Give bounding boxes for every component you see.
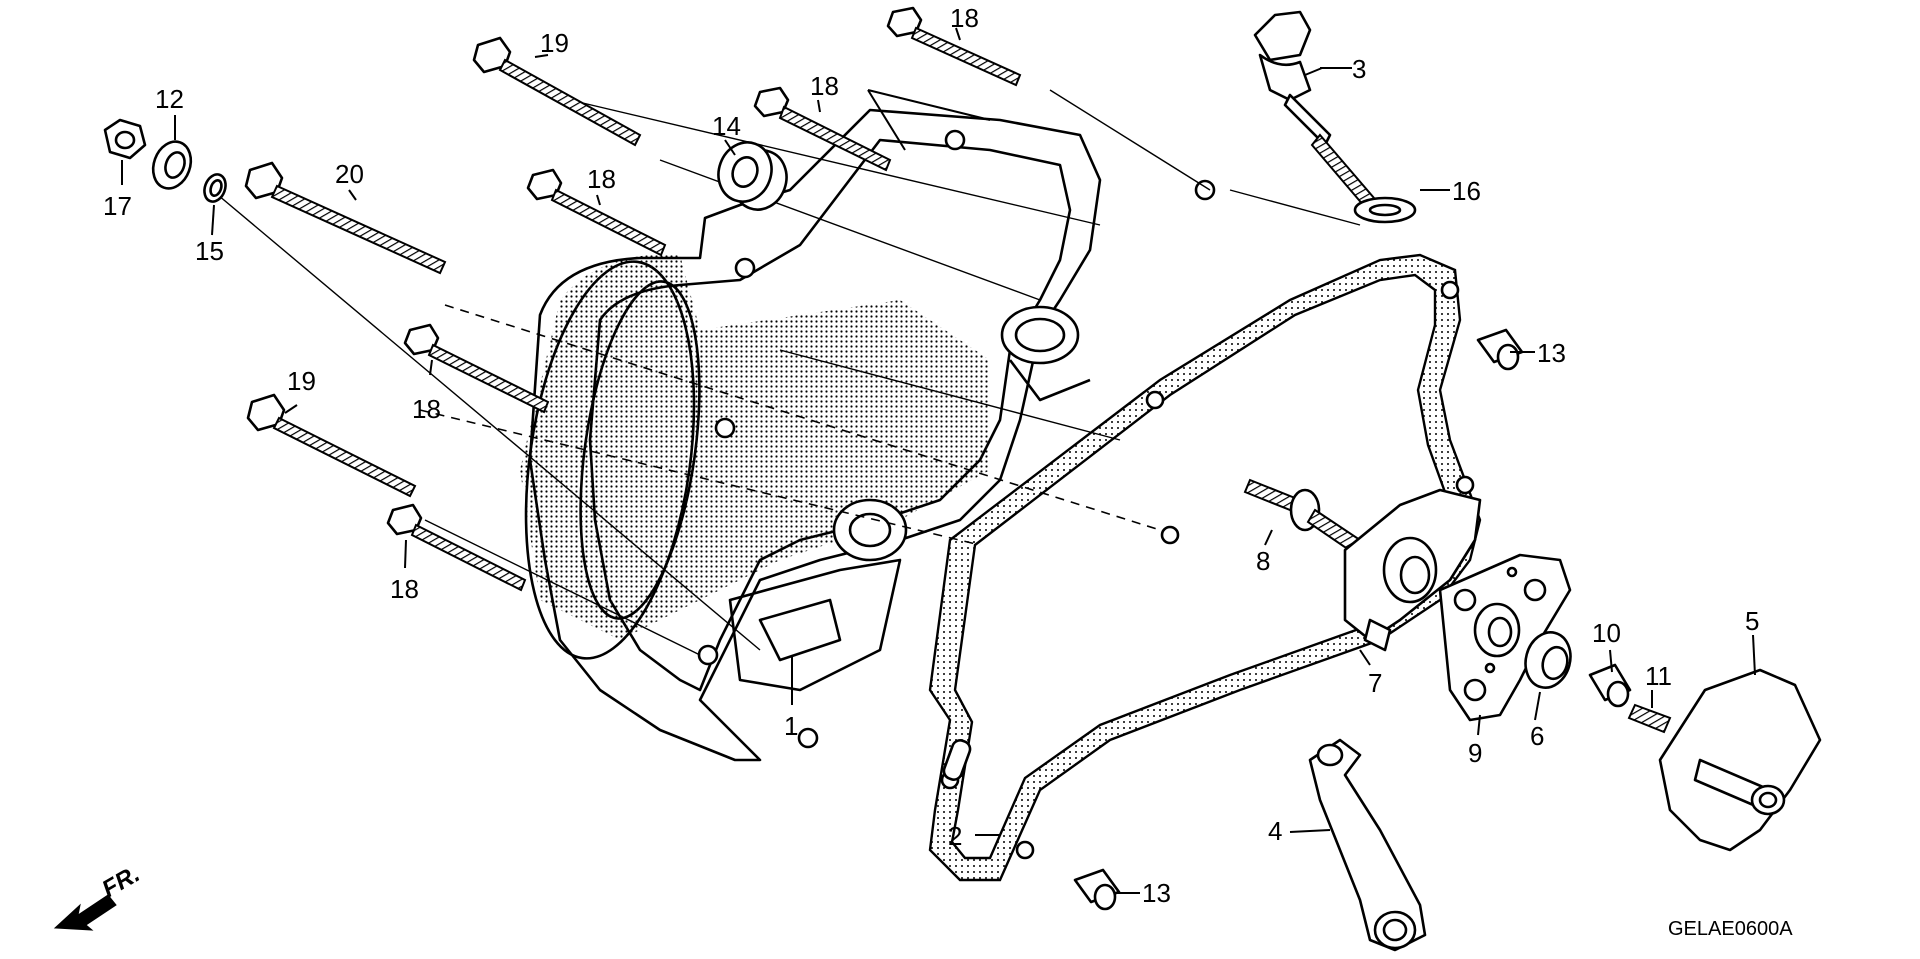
leader-lines	[121, 27, 1756, 894]
bearing-14	[717, 141, 788, 211]
nut-17	[103, 118, 147, 160]
flange-bolt-18-centre	[526, 168, 667, 257]
flange-bolt-18-bottom	[386, 503, 527, 592]
kick-arm-4	[1308, 738, 1427, 952]
callout-16: 16	[1452, 176, 1481, 206]
callout-20: 20	[335, 159, 364, 189]
callout-12: 12	[155, 84, 184, 114]
flange-bolt-20	[244, 161, 447, 275]
spring-pin-11	[1627, 703, 1672, 734]
callout-15: 15	[195, 236, 224, 266]
pivot-bolt-8	[1243, 478, 1362, 554]
oil-seal-6	[1524, 631, 1572, 689]
callout-18-centre: 18	[587, 164, 616, 194]
callout-14: 14	[712, 111, 741, 141]
callout-11: 11	[1645, 661, 1672, 691]
front-arrow-icon	[53, 894, 117, 931]
callout-18-bottom: 18	[390, 574, 419, 604]
dowel-pin-13-upper	[1476, 328, 1524, 371]
front-direction-indicator: FR.	[53, 860, 144, 931]
callout-18-left: 18	[412, 394, 441, 424]
callout-18-top: 18	[950, 3, 979, 33]
callout-19-top: 19	[540, 28, 569, 58]
callout-7: 7	[1368, 668, 1382, 698]
callout-2: 2	[948, 821, 962, 851]
oil-dipstick-3	[1253, 10, 1382, 215]
dowel-pin-13-lower	[1073, 868, 1121, 911]
callout-8: 8	[1256, 546, 1270, 576]
washer-12	[151, 140, 193, 190]
callout-1: 1	[784, 711, 798, 741]
callout-19-lower: 19	[287, 366, 316, 396]
callout-9: 9	[1468, 738, 1482, 768]
o-ring-16	[1353, 196, 1417, 224]
callout-5: 5	[1745, 606, 1759, 636]
o-ring-15	[203, 173, 227, 203]
callout-6: 6	[1530, 721, 1544, 751]
flange-bolt-18-left	[403, 323, 550, 414]
callout-13-lower: 13	[1142, 878, 1171, 908]
callout-4: 4	[1268, 816, 1282, 846]
flange-bolt-18-upper	[753, 86, 892, 172]
flange-bolt-19-lower	[246, 393, 417, 498]
callout-3: 3	[1352, 54, 1366, 84]
callout-13-upper: 13	[1537, 338, 1566, 368]
callout-18-upper: 18	[810, 71, 839, 101]
callout-labels: 19 18 18 14 20 18 12 17 15 18 19 18 3 16…	[103, 3, 1759, 908]
callout-17: 17	[103, 191, 132, 221]
callout-10: 10	[1592, 618, 1621, 648]
flange-bolt-18-top	[886, 6, 1022, 87]
flange-bolt-19-top	[472, 36, 642, 147]
drawing-code: GELAE0600A	[1668, 918, 1793, 940]
right-crankcase-cover	[520, 108, 1216, 762]
plate-7	[1343, 488, 1482, 652]
collar-10	[1588, 663, 1632, 708]
kick-shaft-5	[1658, 668, 1822, 852]
